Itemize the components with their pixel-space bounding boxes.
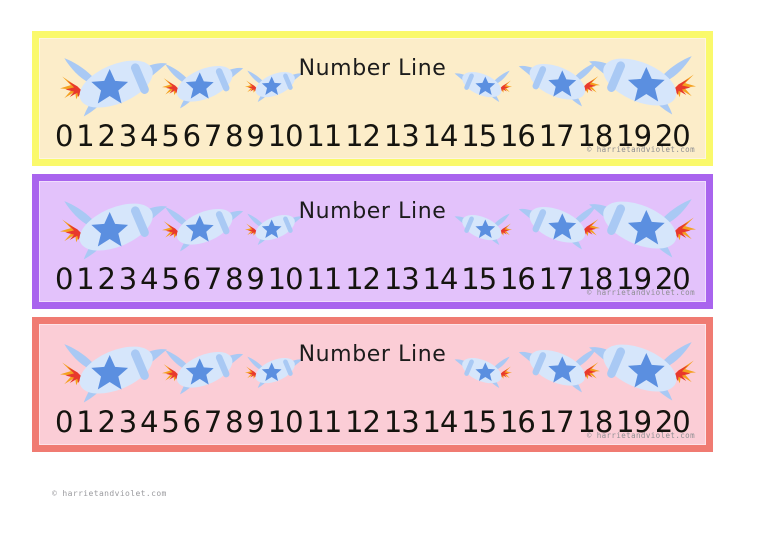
rocket-large-right-icon [588, 47, 696, 115]
rocket-small-left-icon [245, 208, 303, 246]
rocket-small-right-icon [454, 65, 512, 103]
number-label: 12 [345, 118, 381, 153]
number-label: 14 [422, 261, 459, 296]
number-label: 9 [246, 118, 264, 153]
rocket-medium-left-icon [162, 343, 244, 395]
rocket-medium-left-icon [162, 57, 244, 109]
number-label: 17 [538, 118, 575, 153]
number-label: 16 [499, 118, 536, 153]
number-label: 10 [267, 261, 304, 296]
number-label: 13 [383, 118, 420, 153]
rocket-medium-right-icon [518, 198, 600, 250]
number-label: 11 [306, 261, 342, 296]
number-label: 19 [616, 118, 652, 153]
number-label: 20 [654, 404, 691, 439]
number-label: 4 [140, 118, 158, 153]
number-label: 2 [97, 261, 116, 296]
rocket-large-right-icon [588, 190, 696, 258]
number-label: 3 [118, 118, 137, 153]
number-label: 13 [383, 404, 420, 439]
number-label: 15 [461, 404, 497, 439]
number-label: 11 [306, 118, 342, 153]
banner-copyright: © harrietandviolet.com [586, 145, 695, 154]
number-label: 3 [118, 404, 137, 439]
number-label: 0 [55, 118, 73, 153]
number-label: 17 [538, 261, 575, 296]
number-label: 5 [161, 118, 179, 153]
rocket-large-left-icon [60, 192, 168, 260]
banner-copyright: © harrietandviolet.com [586, 431, 695, 440]
number-label: 16 [499, 404, 536, 439]
number-label: 20 [654, 261, 691, 296]
number-label: 10 [267, 404, 304, 439]
rocket-medium-right-icon [518, 55, 600, 107]
number-label: 5 [161, 261, 179, 296]
banner-title: Number Line [298, 56, 447, 81]
number-label: 17 [538, 404, 575, 439]
number-label: 8 [225, 404, 243, 439]
banner-title: Number Line [298, 199, 447, 224]
number-label: 1 [76, 404, 94, 439]
number-line-banner-pink: Number Line [32, 317, 713, 452]
rocket-large-left-icon [60, 335, 168, 403]
rocket-large-right-icon [588, 333, 696, 401]
banner-title: Number Line [298, 342, 447, 367]
number-label: 2 [97, 118, 116, 153]
number-label: 9 [246, 261, 264, 296]
rocket-small-right-icon [454, 351, 512, 389]
banner-copyright: © harrietandviolet.com [586, 288, 695, 297]
number-label: 18 [577, 404, 613, 439]
banner-inner: Number Line [39, 181, 706, 302]
number-label: 6 [182, 404, 201, 439]
number-label: 6 [182, 261, 201, 296]
number-label: 18 [577, 118, 613, 153]
number-label: 14 [422, 118, 459, 153]
rocket-medium-right-icon [518, 341, 600, 393]
number-line-banner-yellow: Number Line [32, 31, 713, 166]
page-copyright: © harrietandviolet.com [52, 489, 167, 498]
number-label: 3 [118, 261, 137, 296]
number-label: 12 [345, 404, 381, 439]
number-label: 9 [246, 404, 264, 439]
number-label: 8 [225, 118, 243, 153]
number-label: 19 [616, 404, 652, 439]
number-label: 10 [267, 118, 304, 153]
number-label: 15 [461, 261, 497, 296]
number-label: 12 [345, 261, 381, 296]
number-label: 4 [140, 404, 158, 439]
banner-inner: Number Line [39, 324, 706, 445]
number-label: 8 [225, 261, 243, 296]
number-label: 0 [55, 404, 73, 439]
rocket-small-left-icon [245, 65, 303, 103]
number-label: 6 [182, 118, 201, 153]
number-label: 11 [306, 404, 342, 439]
number-label: 18 [577, 261, 613, 296]
rocket-small-left-icon [245, 351, 303, 389]
number-label: 14 [422, 404, 459, 439]
number-label: 7 [203, 118, 222, 153]
number-label: 5 [161, 404, 179, 439]
number-label: 2 [97, 404, 116, 439]
rocket-medium-left-icon [162, 200, 244, 252]
number-label: 19 [616, 261, 652, 296]
number-label: 7 [203, 261, 222, 296]
rocket-small-right-icon [454, 208, 512, 246]
banner-inner: Number Line [39, 38, 706, 159]
number-label: 20 [654, 118, 691, 153]
number-label: 16 [499, 261, 536, 296]
number-line-banner-purple: Number Line [32, 174, 713, 309]
number-row: 0 1 2 3 4 5 6 7 8 9 10 11 12 13 14 15 16… [50, 401, 695, 443]
number-label: 1 [76, 118, 94, 153]
number-label: 1 [76, 261, 94, 296]
number-label: 0 [55, 261, 73, 296]
number-row: 0 1 2 3 4 5 6 7 8 9 10 11 12 13 14 15 16… [50, 258, 695, 300]
rocket-large-left-icon [60, 49, 168, 117]
number-label: 13 [383, 261, 420, 296]
number-label: 7 [203, 404, 222, 439]
number-label: 4 [140, 261, 158, 296]
number-row: 0 1 2 3 4 5 6 7 8 9 10 11 12 13 14 15 16… [50, 115, 695, 157]
number-label: 15 [461, 118, 497, 153]
